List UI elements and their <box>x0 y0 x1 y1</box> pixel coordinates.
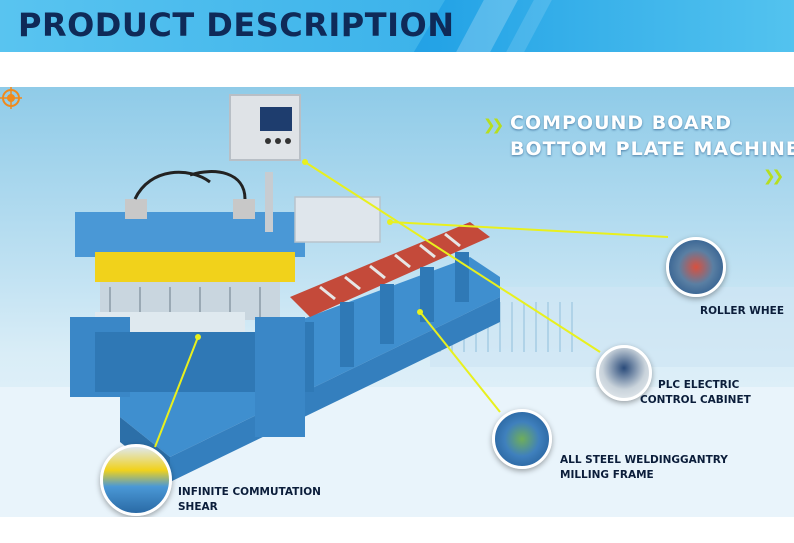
plc-label-line2: CONTROL CABINET <box>640 394 751 406</box>
headline-line1: COMPOUND BOARD <box>510 112 733 134</box>
chevron-double-right-icon: ❯❯ <box>483 116 504 134</box>
shear-photo <box>100 444 172 516</box>
frame-label-line2: MILLING FRAME <box>560 469 654 481</box>
plc-label-line1: PLC ELECTRIC <box>658 379 740 391</box>
product-scene: ❯❯ COMPOUND BOARD BOTTOM PLATE MACHINE ❯… <box>0 87 794 517</box>
roller-wheel-label: ROLLER WHEE <box>700 305 785 317</box>
header-stripe <box>456 0 518 52</box>
gantry-frame-photo <box>492 409 552 469</box>
shear-label-line1: INFINITE COMMUTATION <box>178 486 321 498</box>
plc-cabinet-photo <box>596 345 652 401</box>
frame-label-line1: ALL STEEL WELDINGGANTRY <box>560 454 728 466</box>
target-icon <box>0 87 22 109</box>
title-band <box>0 0 445 52</box>
header-banner: PRODUCT DESCRIPTION <box>0 0 794 52</box>
page-title: PRODUCT DESCRIPTION <box>18 6 455 44</box>
chevron-double-right-icon: ❯❯ <box>763 167 784 185</box>
roller-wheel-photo <box>666 237 726 297</box>
headline-line2: BOTTOM PLATE MACHINE <box>510 138 794 160</box>
shear-label-line2: SHEAR <box>178 501 218 513</box>
